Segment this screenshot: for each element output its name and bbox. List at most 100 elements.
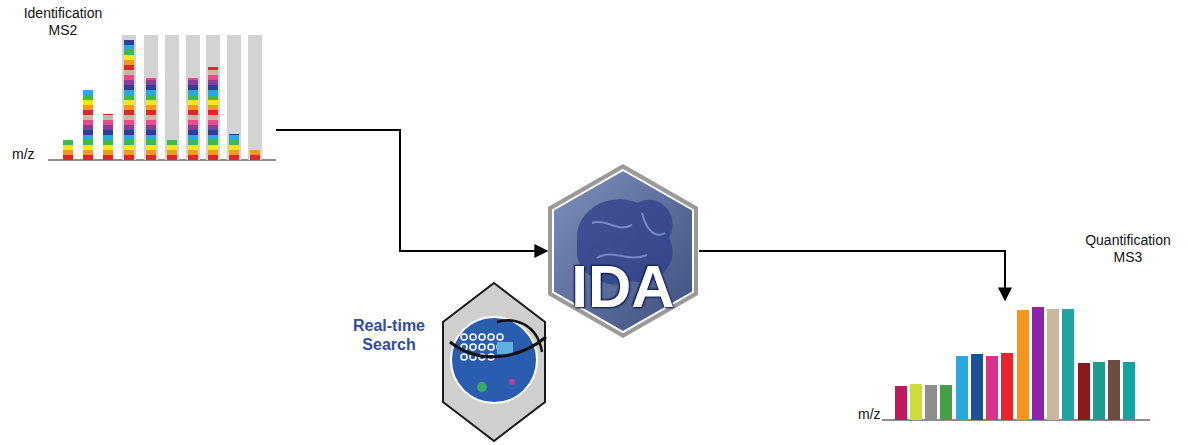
spectrum-peak bbox=[167, 140, 177, 145]
spectrum-peak bbox=[63, 140, 73, 145]
spectrum-peak bbox=[229, 135, 239, 140]
spectrum-peak bbox=[146, 80, 156, 85]
spectrum-peak bbox=[208, 75, 218, 80]
spectrum-peak bbox=[83, 100, 93, 105]
isolation-window bbox=[165, 35, 179, 160]
spectrum-peak bbox=[208, 95, 218, 100]
isolation-window bbox=[227, 35, 241, 160]
spectrum-peak bbox=[188, 130, 198, 135]
spectrum-peak bbox=[146, 105, 156, 110]
spectrum-peak bbox=[83, 140, 93, 145]
spectrum-panel: Identification MS2 m/z bbox=[0, 0, 276, 165]
reporter-ion-peak bbox=[1062, 309, 1074, 420]
spectrum-peak bbox=[188, 110, 198, 115]
spectrum-peak bbox=[146, 120, 156, 125]
spectrum-peak bbox=[188, 150, 198, 155]
spectrum-peak bbox=[208, 120, 218, 125]
node-label: Real-time Search bbox=[344, 316, 434, 354]
spectrum-peak bbox=[103, 125, 113, 130]
spectrum-peak bbox=[208, 110, 218, 115]
spectrum-peak bbox=[229, 140, 239, 145]
spectrum-peak bbox=[208, 105, 218, 110]
reporter-ion-peak bbox=[925, 385, 937, 420]
spectrum-peak bbox=[103, 145, 113, 150]
spectrum-peak bbox=[167, 155, 177, 160]
node-label: Quantification MS3 bbox=[1073, 232, 1183, 266]
ida-hexagon: IDA bbox=[547, 163, 699, 339]
spectrum-peak bbox=[146, 90, 156, 95]
spectrum-peak bbox=[208, 145, 218, 150]
reporter-ion-peak bbox=[1108, 360, 1120, 420]
spectrum-peak bbox=[146, 110, 156, 115]
spectrum-peak bbox=[146, 100, 156, 105]
spectrum-peak bbox=[124, 115, 134, 120]
spectrum-peak bbox=[250, 150, 260, 155]
spectrum-peak bbox=[208, 155, 218, 160]
search-icon bbox=[442, 282, 546, 442]
flow-arrow bbox=[699, 251, 1005, 300]
spectrum-peak bbox=[83, 125, 93, 130]
spectrum-peak bbox=[208, 100, 218, 105]
spectrum-peak bbox=[208, 70, 218, 75]
isolation-window bbox=[144, 35, 158, 160]
spectrum-peak bbox=[103, 114, 113, 115]
spectrum-peak bbox=[83, 90, 93, 95]
isolation-window bbox=[122, 35, 136, 160]
spectrum-peak bbox=[124, 100, 134, 105]
axis-line bbox=[48, 159, 276, 161]
spectrum-peak bbox=[188, 80, 198, 85]
spectrum-peak bbox=[188, 90, 198, 95]
spectrum-peak bbox=[229, 134, 239, 135]
reporter-ion-peak bbox=[1017, 310, 1029, 420]
spectrum-peak bbox=[83, 105, 93, 110]
axis-label: m/z bbox=[12, 146, 35, 163]
spectrum-peak bbox=[63, 145, 73, 150]
spectrum-peak bbox=[103, 150, 113, 155]
spectrum-peak bbox=[83, 155, 93, 160]
spectrum-peak bbox=[229, 145, 239, 150]
spectrum-peak bbox=[124, 110, 134, 115]
spectrum-peak bbox=[63, 150, 73, 155]
spectrum-peak bbox=[146, 130, 156, 135]
spectrum-peak bbox=[103, 130, 113, 135]
spectrum-peak bbox=[124, 125, 134, 130]
spectrum-peak bbox=[124, 130, 134, 135]
spectrum-peak bbox=[208, 140, 218, 145]
spectrum-peak bbox=[208, 130, 218, 135]
spectrum-peak bbox=[250, 155, 260, 160]
spectrum-peak bbox=[208, 135, 218, 140]
spectrum-peak bbox=[103, 120, 113, 125]
spectrum-peak bbox=[188, 145, 198, 150]
reporter-ion-peak bbox=[940, 385, 952, 420]
spectrum-peak bbox=[188, 95, 198, 100]
spectrum-peak bbox=[83, 145, 93, 150]
spectrum-peak bbox=[124, 95, 134, 100]
reporter-ion-peak bbox=[1123, 362, 1135, 420]
node-title: IDA bbox=[547, 251, 699, 323]
spectrum-peak bbox=[83, 135, 93, 140]
spectrum-peak bbox=[208, 125, 218, 130]
node-label: Identification MS2 bbox=[8, 5, 118, 39]
spectrum-peak bbox=[229, 150, 239, 155]
spectrum-peak bbox=[124, 145, 134, 150]
spectrum-peak bbox=[124, 150, 134, 155]
spectrum-peak bbox=[103, 135, 113, 140]
reporter-ion-peak bbox=[971, 354, 983, 420]
reporter-ion-peak bbox=[1093, 362, 1105, 420]
spectrum-peak bbox=[167, 145, 177, 150]
spectrum-peak bbox=[83, 115, 93, 120]
spectrum-peak bbox=[124, 45, 134, 50]
spectrum-peak bbox=[124, 70, 134, 75]
reporter-ion-peak bbox=[1032, 307, 1044, 420]
reporter-ion-peak bbox=[956, 356, 968, 420]
search-hexagon: Real-time Search bbox=[442, 282, 546, 442]
spectrum-peak bbox=[124, 40, 134, 45]
spectrum-peak bbox=[103, 155, 113, 160]
spectrum-peak bbox=[124, 140, 134, 145]
spectrum-peak bbox=[229, 155, 239, 160]
spectrum-peak bbox=[103, 115, 113, 120]
spectrum-peak bbox=[146, 125, 156, 130]
spectrum-peak bbox=[188, 135, 198, 140]
spectrum-peak bbox=[208, 67, 218, 70]
flow-arrow bbox=[276, 130, 547, 251]
